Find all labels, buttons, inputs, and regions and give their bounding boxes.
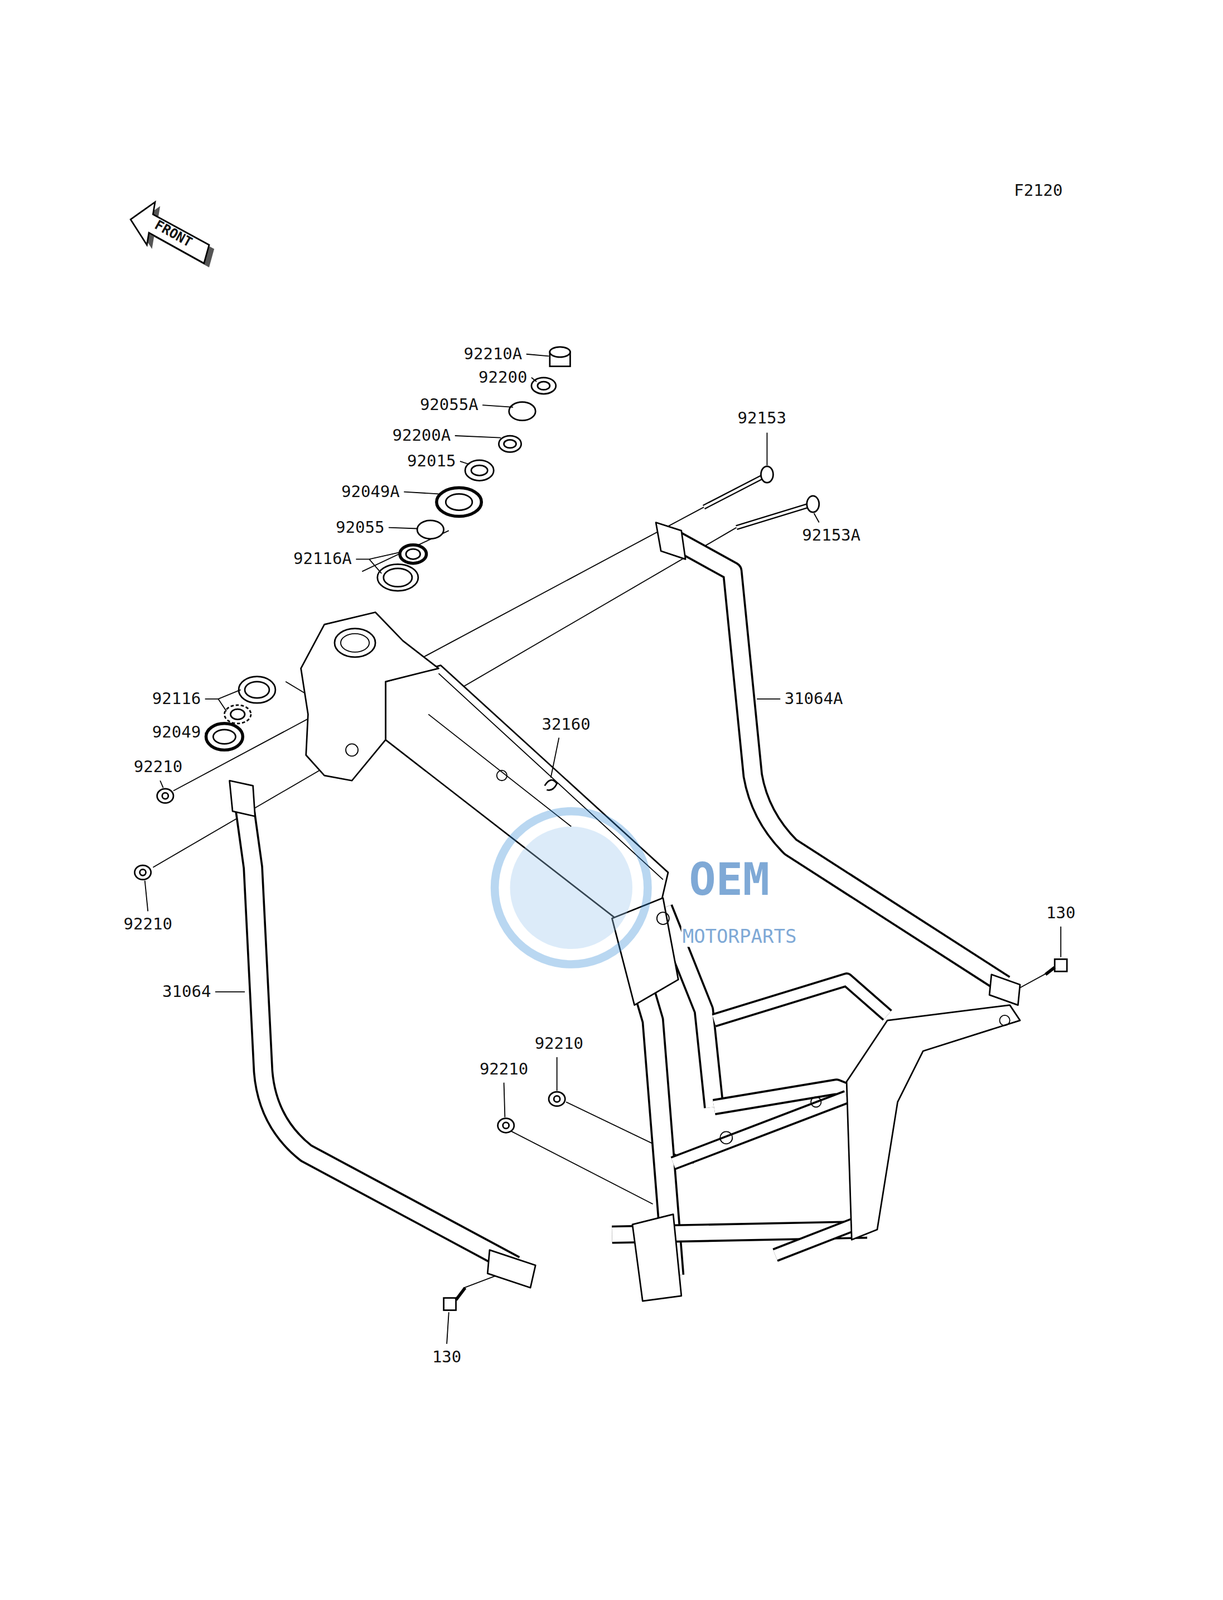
frame-details (334, 628, 1010, 1144)
callout-number: 92200 (477, 368, 529, 387)
callout-number: 92116A (292, 549, 354, 568)
callout-number: 31064 (161, 982, 212, 1001)
bolts (443, 466, 1068, 1310)
callout-number: 92210 (478, 1060, 530, 1079)
watermark-text: MOTORPARTS (681, 925, 799, 947)
callout-number: 92015 (405, 452, 457, 471)
callout-number: 92210A (462, 345, 524, 364)
callout-number: 92153A (800, 526, 862, 545)
watermark-globe (494, 810, 648, 964)
callout-number: 92055 (334, 518, 386, 537)
callout-number: 32160 (540, 715, 592, 734)
callout-number: 92055A (418, 395, 480, 414)
callout-number: 130 (431, 1347, 463, 1366)
callout-number: 92153 (736, 409, 788, 428)
callout-number: 92210 (122, 915, 174, 934)
figure-code: F2120 (1012, 181, 1064, 200)
callout-number: 92049A (340, 482, 401, 501)
frame-tubes (242, 538, 1005, 1276)
callout-number: 92210 (132, 757, 184, 776)
watermark-logo: OEM (688, 854, 772, 905)
steering-parts (134, 346, 570, 1133)
callout-number: 92049 (151, 723, 202, 742)
leader-lines (144, 354, 1061, 1344)
frame-plates (229, 522, 1021, 1302)
front-arrow (130, 201, 210, 264)
axis-lines (152, 506, 1054, 1288)
callout-number: 92116 (151, 689, 202, 708)
callout-number: 92200A (390, 426, 452, 445)
callout-number: 31064A (783, 689, 845, 708)
callout-number: 92210 (533, 1034, 585, 1053)
callout-number: 130 (1045, 904, 1077, 922)
